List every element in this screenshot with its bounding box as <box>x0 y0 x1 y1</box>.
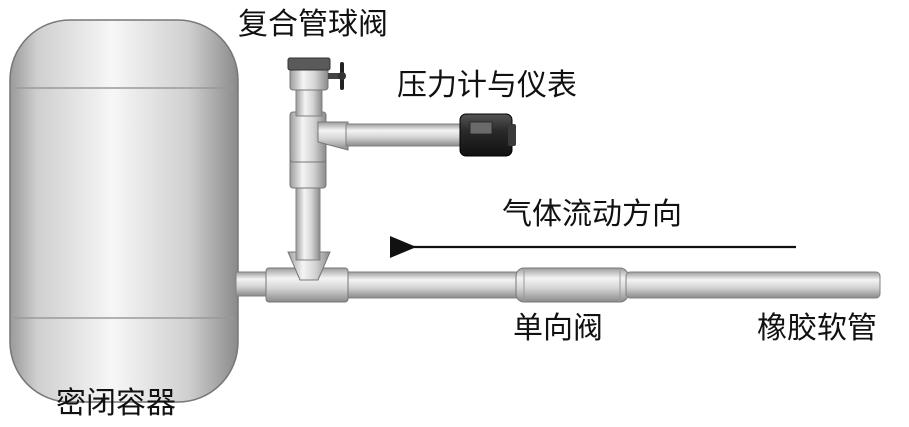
upper-tee-fitting <box>289 111 349 163</box>
valve-handle <box>338 62 346 90</box>
tank-outlet-stub <box>235 271 271 297</box>
sealed-container <box>9 19 239 403</box>
check-valve <box>515 267 629 303</box>
gauge-branch-pipe <box>345 123 463 147</box>
pressure-gauge <box>459 113 516 157</box>
label-pressure-gauge: 压力计与仪表 <box>397 68 577 103</box>
label-check-valve: 单向阀 <box>513 311 603 346</box>
ball-valve <box>287 57 346 117</box>
valve-stem <box>328 73 344 79</box>
label-sealed-container: 密闭容器 <box>56 386 176 421</box>
label-rubber-hose: 橡胶软管 <box>757 311 877 346</box>
rubber-hose <box>625 271 881 299</box>
label-ball-valve: 复合管球阀 <box>238 7 388 42</box>
label-gas-flow-direction: 气体流动方向 <box>502 197 682 232</box>
